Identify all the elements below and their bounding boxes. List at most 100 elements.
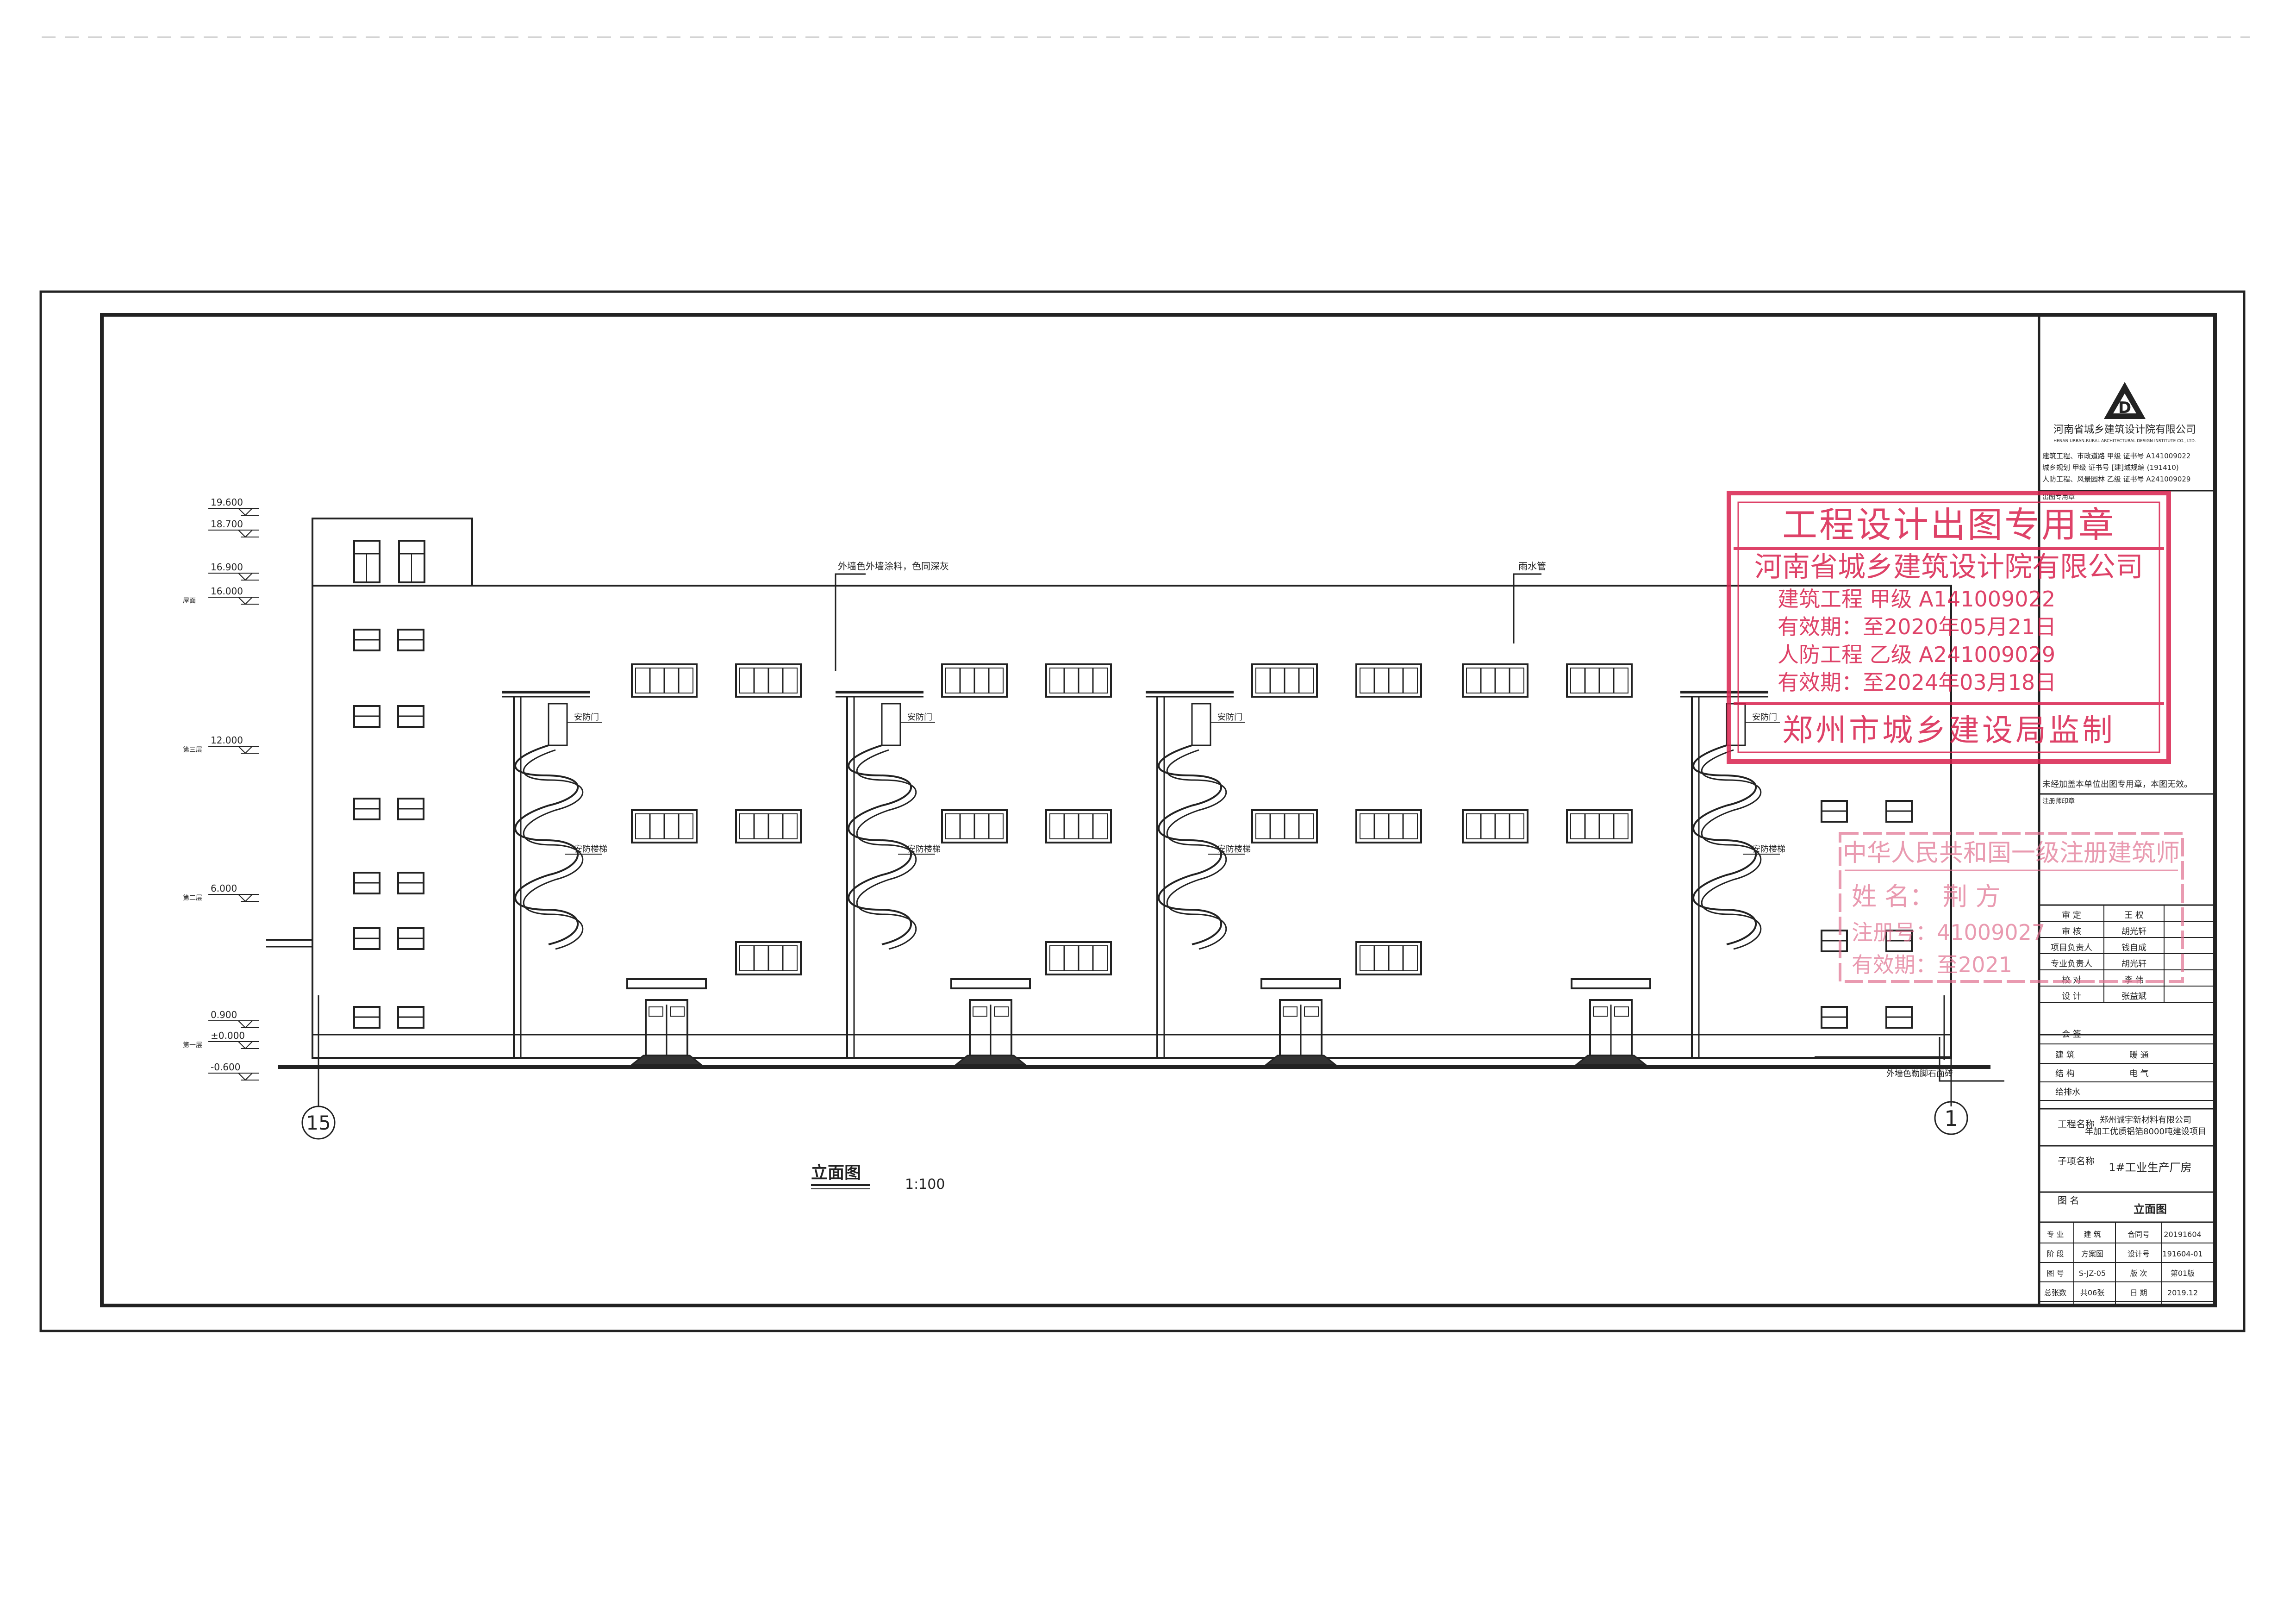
window-small (397, 1006, 424, 1029)
elevation-marker: -0.600 (208, 1062, 259, 1081)
axis-label-15: 15 (306, 1112, 331, 1134)
info-row: 图 号 S-JZ-05 版 次 第01版 (2039, 1269, 2215, 1282)
evac-stair-label: 安防楼梯 (907, 844, 941, 854)
elevation-value: 16.000 (211, 586, 243, 597)
company-logo-icon: D (2104, 382, 2146, 419)
window-wide (735, 941, 802, 975)
window-wide (1566, 809, 1633, 843)
drawing-title-group: 立面图 1:100 (811, 1163, 945, 1193)
countersign-discipline: 建 筑 (2055, 1050, 2075, 1060)
info-value: 2019.12 (2167, 1288, 2198, 1297)
elevation-value: 19.600 (211, 497, 243, 508)
sub-project-name: 1#工业生产厂房 (2109, 1161, 2191, 1174)
drawing-name: 立面图 (2134, 1203, 2167, 1216)
project-name-1: 郑州诚宇新材料有限公司 (2100, 1115, 2191, 1125)
window-wide (941, 663, 1008, 698)
entrance-door (1571, 978, 1651, 1066)
window-small (1885, 1006, 1913, 1029)
floor-name: 第二层 (183, 894, 202, 902)
window-small (1821, 1006, 1848, 1029)
info-key: 图 号 (2046, 1269, 2064, 1278)
role-name: 胡光轩 (2121, 927, 2146, 937)
window-wide (1462, 809, 1529, 843)
info-key: 阶 段 (2046, 1249, 2064, 1258)
window-small (353, 798, 381, 820)
project-name-2: 年加工优质铝箔8000吨建设项目 (2085, 1127, 2206, 1137)
window-wide (735, 809, 802, 843)
window-small (397, 705, 424, 728)
info-value: 第01版 (2171, 1269, 2195, 1278)
window-small (397, 927, 424, 950)
role-label: 设 计 (2062, 992, 2081, 1001)
architect-stamp-valid: 有效期：至2021 (1852, 952, 2012, 977)
elevation-marker: 18.700 (208, 518, 259, 538)
drawing-title: 立面图 (811, 1163, 861, 1182)
info-key: 专 业 (2046, 1230, 2064, 1239)
company-name: 河南省城乡建筑设计院有限公司 (2053, 424, 2196, 436)
evac-door-label: 安防门 (907, 712, 932, 722)
axis-bubble-1: 1 (1934, 1101, 1968, 1135)
elevation-value: 0.900 (211, 1009, 237, 1020)
elevation-value: 6.000 (211, 883, 237, 894)
qualification-1: 建筑工程、市政道路 甲级 证书号 A141009022 (2042, 452, 2190, 460)
info-grid (2073, 1222, 2162, 1305)
drawing-name-label: 图 名 (2058, 1195, 2079, 1206)
role-label: 项目负责人 (2051, 943, 2092, 953)
entrance-door (950, 978, 1031, 1066)
countersign-label: 会 签 (2062, 1030, 2081, 1039)
info-key: 版 次 (2130, 1269, 2147, 1278)
info-value: 20191604 (2164, 1230, 2201, 1239)
info-key: 合同号 (2128, 1230, 2150, 1239)
role-label: 审 定 (2062, 911, 2081, 920)
architect-stamp-reg: 注册号：41009027 (1852, 920, 2045, 945)
sheet-borders (39, 37, 2250, 1332)
window-small (397, 798, 424, 820)
info-value: 方案图 (2081, 1249, 2103, 1258)
countersign-discipline: 电 气 (2129, 1069, 2149, 1079)
elevation-marker: 16.900 (208, 562, 259, 581)
design-stamp-line2: 有效期：至2020年05月21日 (1778, 614, 2056, 639)
design-stamp-company: 河南省城乡建筑设计院有限公司 (1754, 551, 2143, 583)
doors-layer (626, 978, 1651, 1066)
evac-stair-label: 安防楼梯 (1752, 844, 1785, 854)
window-small (353, 629, 381, 651)
window-wide (735, 663, 802, 698)
design-stamp: 工程设计出图专用章 河南省城乡建筑设计院有限公司 建筑工程 甲级 A141009… (1727, 491, 2171, 764)
elevation-value: ±0.000 (211, 1030, 245, 1041)
window-wide (1045, 809, 1112, 843)
floor-name: 第一层 (183, 1041, 202, 1049)
role-name: 钱自成 (2121, 943, 2146, 953)
window-wide (1355, 809, 1422, 843)
window-wide (1462, 663, 1529, 698)
window-small (397, 629, 424, 651)
project-label: 工程名称 (2058, 1118, 2095, 1130)
window-wide (1045, 941, 1112, 975)
window-small (1821, 930, 1848, 952)
reg-stamp-label: 注册师印章 (2042, 797, 2075, 805)
info-key: 设计号 (2128, 1249, 2150, 1258)
info-value: S-JZ-05 (2079, 1269, 2106, 1278)
parapet-note: 雨水管 (1518, 561, 1546, 572)
info-value: 共06张 (2080, 1288, 2104, 1297)
role-name: 张益斌 (2121, 992, 2146, 1001)
window-small (1885, 930, 1913, 952)
design-stamp-line1: 建筑工程 甲级 A141009022 (1778, 587, 2055, 612)
unofficial-note: 未经加盖本单位出图专用章，本图无效。 (2042, 780, 2192, 789)
design-stamp-line4: 有效期：至2024年03月18日 (1778, 670, 2056, 695)
window-wide (941, 809, 1008, 843)
info-key: 日 期 (2130, 1288, 2147, 1297)
architect-stamp-title: 中华人民共和国一级注册建筑师 (1843, 839, 2180, 867)
role-name: 胡光轩 (2121, 959, 2146, 969)
axis-label-1: 1 (1944, 1106, 1958, 1131)
window-small (397, 872, 424, 894)
elevation-value: 16.900 (211, 562, 243, 573)
